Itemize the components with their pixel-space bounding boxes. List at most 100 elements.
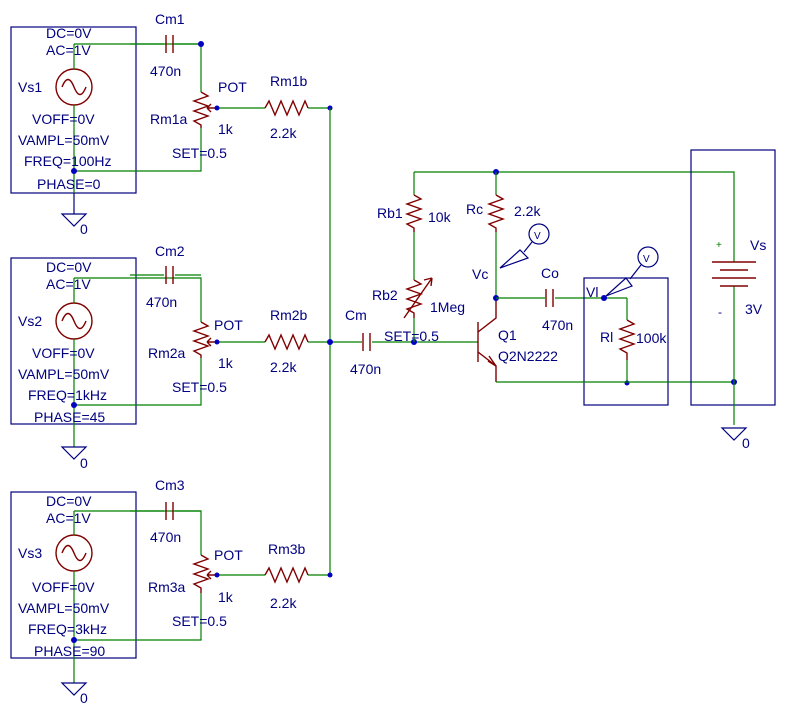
rm2-wiper-dot xyxy=(214,339,220,345)
vc-probe-pointer[interactable] xyxy=(499,249,530,269)
vl-probe-pointer[interactable] xyxy=(605,277,633,297)
vc-net-label: Vc xyxy=(472,266,488,282)
rb2-variable-arrow-icon xyxy=(403,277,433,319)
rm1a-type-label: POT xyxy=(218,79,247,95)
vc-probe-label: V xyxy=(534,231,541,242)
vs2-freq-label: FREQ=1kHz xyxy=(28,387,107,403)
rm1a-set-label: SET=0.5 xyxy=(172,145,227,161)
vs2-phase-label: PHASE=45 xyxy=(34,409,105,425)
cm2-name-label: Cm2 xyxy=(155,243,185,259)
co-name-label: Co xyxy=(541,265,559,281)
stage-1: DC=0V AC=1V Vs1 VOFF=0V VAMPL=50mV FREQ=… xyxy=(10,11,333,237)
vs3-top-wire xyxy=(74,510,202,555)
vs3-freq-label: FREQ=3kHz xyxy=(28,621,107,637)
rc-value-label: 2.2k xyxy=(514,203,541,219)
vs-battery-icon[interactable] xyxy=(712,261,756,287)
vs2-voff-label: VOFF=0V xyxy=(32,345,95,361)
vs2-ground-label: 0 xyxy=(80,455,88,471)
cm-value-label: 470n xyxy=(350,361,381,377)
vl-probe-icon[interactable] xyxy=(637,246,659,268)
rb2-variable-resistor[interactable] xyxy=(404,279,424,318)
vs3-ac-label: AC=1V xyxy=(46,510,91,526)
vl-probe-stem xyxy=(629,264,642,280)
rm3a-pot[interactable] xyxy=(191,554,211,593)
vs1-phase-label: PHASE=0 xyxy=(37,176,101,192)
rl-resistor[interactable] xyxy=(617,319,637,360)
vs3-name-label: Vs3 xyxy=(18,545,42,561)
rm1a-value-label: 1k xyxy=(218,121,234,137)
vs2-name-label: Vs2 xyxy=(18,313,42,329)
cm1-value-label: 470n xyxy=(150,63,181,79)
q1-model-label: Q2N2222 xyxy=(498,348,558,364)
vs3-ground-icon xyxy=(60,682,88,696)
rm1b-resistor[interactable] xyxy=(264,99,309,117)
cm2-value-label: 470n xyxy=(146,294,177,310)
vs3-voff-label: VOFF=0V xyxy=(32,579,95,595)
stage-2: DC=0V AC=1V Vs2 VOFF=0V VAMPL=50mV FREQ=… xyxy=(10,243,330,471)
rc-name-label: Rc xyxy=(466,201,483,217)
vs1-voff-label: VOFF=0V xyxy=(32,111,95,127)
vs-plus-label: + xyxy=(716,240,722,251)
vs1-return-wire xyxy=(74,128,202,172)
q1-name-label: Q1 xyxy=(498,327,517,343)
rm2a-name-label: Rm2a xyxy=(148,345,186,361)
rm3a-type-label: POT xyxy=(214,547,243,563)
cm3-name-label: Cm3 xyxy=(155,477,185,493)
supply-rail xyxy=(414,171,735,238)
rm2b-value-label: 2.2k xyxy=(270,359,297,375)
vs2-dc-label: DC=0V xyxy=(46,259,92,275)
rb1-resistor[interactable] xyxy=(404,194,424,232)
cm1-capacitor[interactable] xyxy=(165,35,174,53)
vs-name-label: Vs xyxy=(750,237,766,253)
vs1-freq-label: FREQ=100Hz xyxy=(24,153,112,169)
rm3b-value-label: 2.2k xyxy=(270,595,297,611)
vl-node-dot xyxy=(601,295,607,301)
cm3-capacitor[interactable] xyxy=(165,502,174,520)
rl-value-label: 100k xyxy=(636,330,667,346)
rm2a-pot[interactable] xyxy=(191,321,211,358)
vl-probe-label: V xyxy=(643,254,650,265)
rm3b-resistor[interactable] xyxy=(264,566,309,584)
rm2a-type-label: POT xyxy=(214,317,243,333)
q1-collector-emitter[interactable] xyxy=(477,298,497,382)
mix-node-dot xyxy=(327,339,333,345)
rm2b-name-label: Rm2b xyxy=(270,307,308,323)
rb2-value-label: 1Meg xyxy=(430,299,465,315)
vl-net-label: Vl xyxy=(586,284,598,300)
rm3b-end-dot xyxy=(327,572,333,578)
vs3-ground-label: 0 xyxy=(80,690,88,706)
rl-name-label: Rl xyxy=(600,329,613,345)
rc-resistor[interactable] xyxy=(486,194,506,232)
rm3a-set-label: SET=0.5 xyxy=(172,613,227,629)
rm1-wiper-dot xyxy=(214,105,220,111)
rm2b-resistor[interactable] xyxy=(264,333,309,351)
cm2-capacitor[interactable] xyxy=(165,266,174,284)
rm1b-name-label: Rm1b xyxy=(270,73,308,89)
main-ground-icon xyxy=(720,427,748,441)
rm1a-pot[interactable] xyxy=(191,91,211,128)
supply-box[interactable] xyxy=(690,149,776,406)
vs2-vampl-label: VAMPL=50mV xyxy=(18,366,110,382)
amplifier-stage: Cm 470n Rb1 10k Rb2 1Meg SET=0.5 Rc 2.2k… xyxy=(327,149,776,451)
vs1-name-label: Vs1 xyxy=(18,79,42,95)
vc-probe-stem xyxy=(523,241,533,253)
rm1b-value-label: 2.2k xyxy=(270,125,297,141)
vs2-return-dot xyxy=(71,402,77,408)
rb1-name-label: Rb1 xyxy=(377,205,403,221)
vs3-return-wire xyxy=(74,593,202,641)
vs1-top-wire xyxy=(74,43,202,92)
rm3-wiper-dot xyxy=(214,572,220,578)
vs2-ac-label: AC=1V xyxy=(46,276,91,292)
co-capacitor[interactable] xyxy=(545,289,554,307)
vs1-vampl-label: VAMPL=50mV xyxy=(18,132,110,148)
vc-probe-icon[interactable] xyxy=(528,223,550,245)
vs1-ground-icon xyxy=(60,193,88,227)
main-ground-label: 0 xyxy=(742,435,750,451)
rm2a-value-label: 1k xyxy=(218,355,234,371)
rm3a-value-label: 1k xyxy=(218,589,234,605)
rb1-value-label: 10k xyxy=(428,209,452,225)
vs1-dc-label: DC=0V xyxy=(46,25,92,41)
cm-capacitor[interactable] xyxy=(362,333,371,351)
cm1-name-label: Cm1 xyxy=(155,11,185,27)
